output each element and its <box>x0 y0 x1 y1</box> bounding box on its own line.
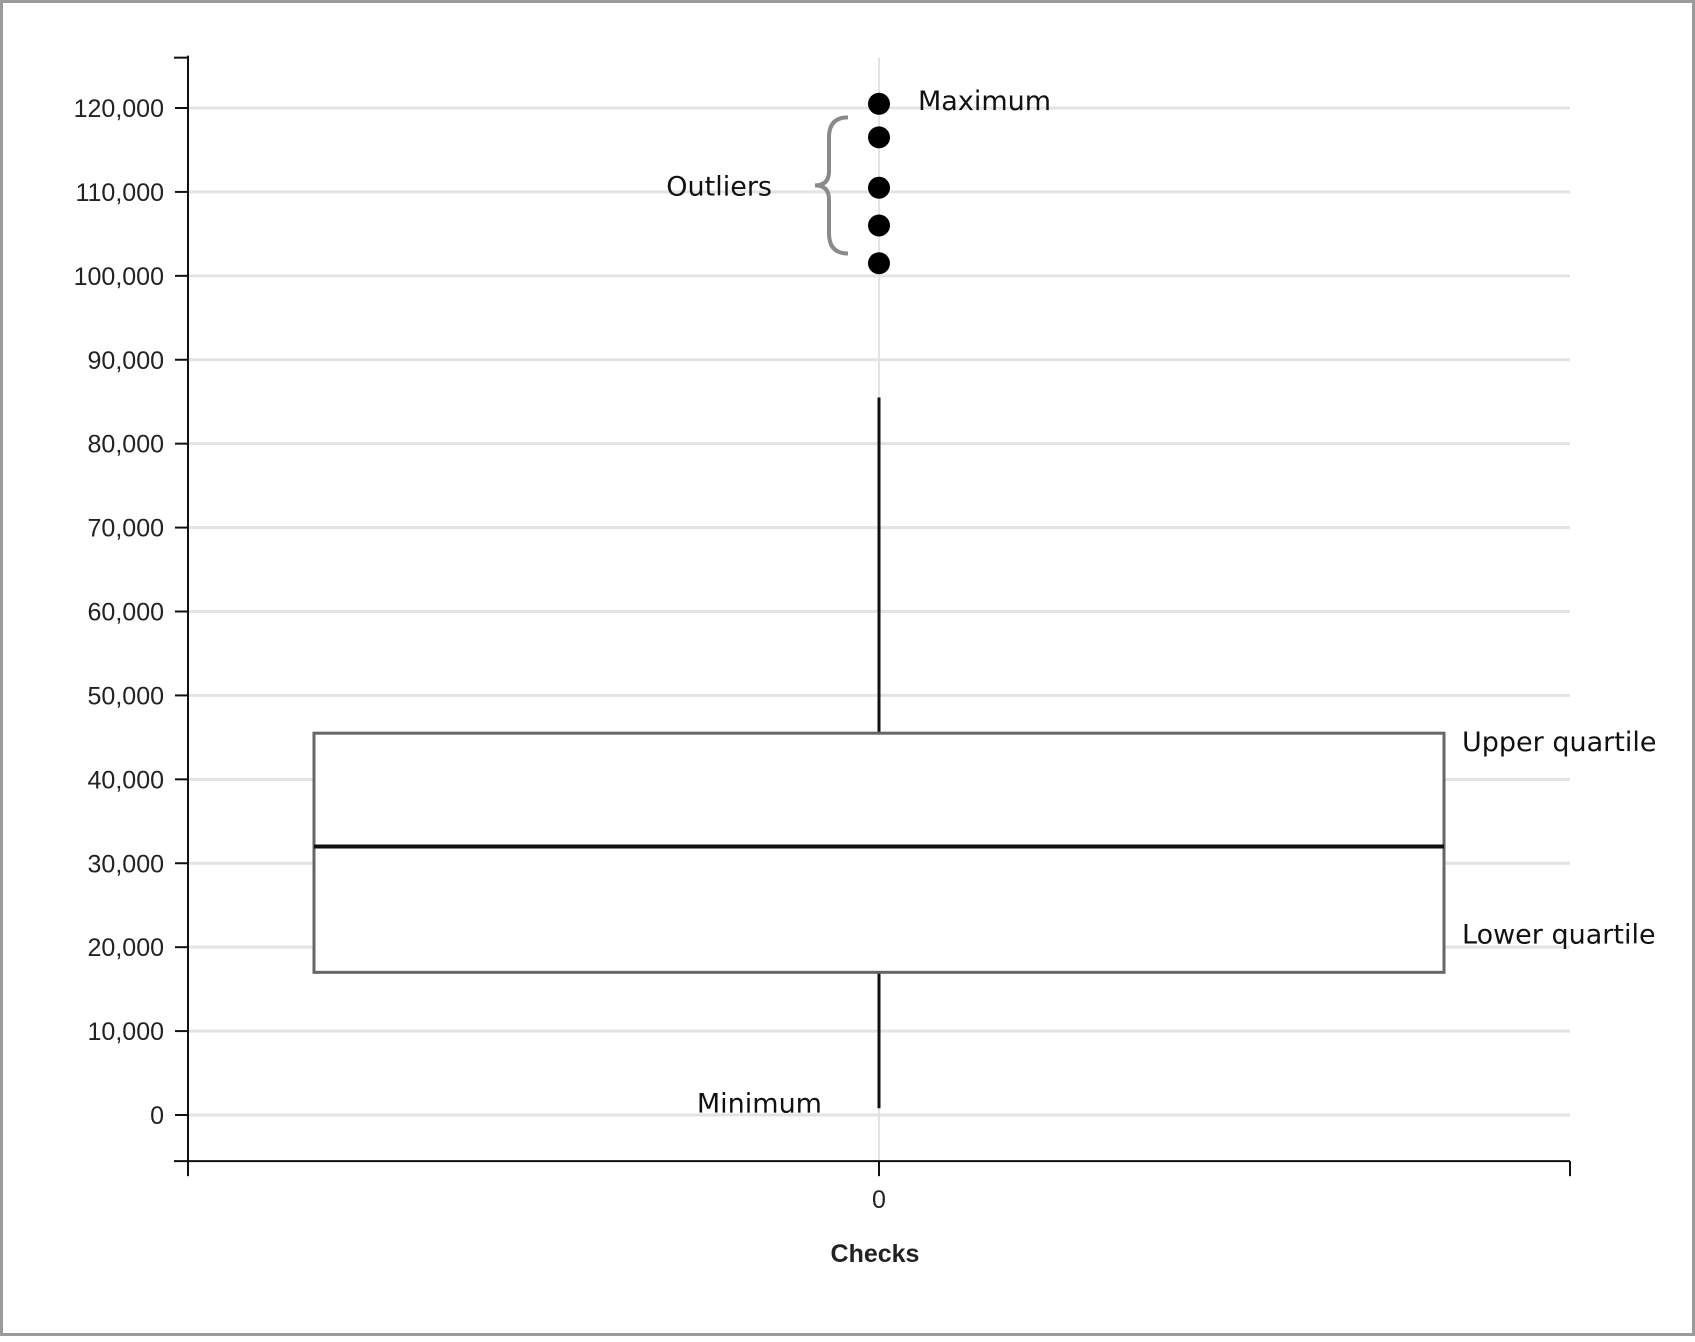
y-tick-label: 0 <box>150 1102 164 1130</box>
y-tick-label: 90,000 <box>88 347 164 375</box>
y-tick-label: 60,000 <box>88 599 164 627</box>
maximum-label: Maximum <box>918 86 1051 117</box>
box-plot <box>312 92 1446 1109</box>
outlier-point <box>868 176 890 199</box>
minimum-label: Minimum <box>697 1088 822 1119</box>
x-axis-ticks: 0 <box>872 1161 886 1214</box>
y-tick-label: 10,000 <box>88 1018 164 1046</box>
lower-quartile-label: Lower quartile <box>1462 919 1656 950</box>
outlier-point <box>868 214 890 237</box>
interquartile-box <box>312 731 1446 974</box>
outliers-label: Outliers <box>666 171 772 202</box>
y-axis-ticks: 0 10,000 20,000 30,000 40,000 50,000 60,000 70,… <box>74 95 188 1130</box>
outliers-bracket <box>814 115 849 256</box>
y-tick-label: 100,000 <box>74 263 164 291</box>
y-tick-label: 120,000 <box>74 95 164 123</box>
y-tick-label: 110,000 <box>75 179 164 207</box>
outlier-point <box>868 92 890 115</box>
axes <box>174 55 1571 1177</box>
y-tick-label: 80,000 <box>88 431 164 459</box>
y-tick-label: 30,000 <box>88 850 164 878</box>
outlier-point <box>868 252 890 275</box>
y-tick-label: 40,000 <box>88 766 164 794</box>
y-tick-label: 50,000 <box>88 682 164 710</box>
y-tick-label: 20,000 <box>88 934 164 962</box>
upper-quartile-label: Upper quartile <box>1462 727 1656 758</box>
x-tick-label: 0 <box>872 1186 886 1214</box>
outlier-point <box>868 126 890 149</box>
x-axis-title: Checks <box>831 1240 920 1268</box>
y-tick-label: 70,000 <box>88 515 164 543</box>
